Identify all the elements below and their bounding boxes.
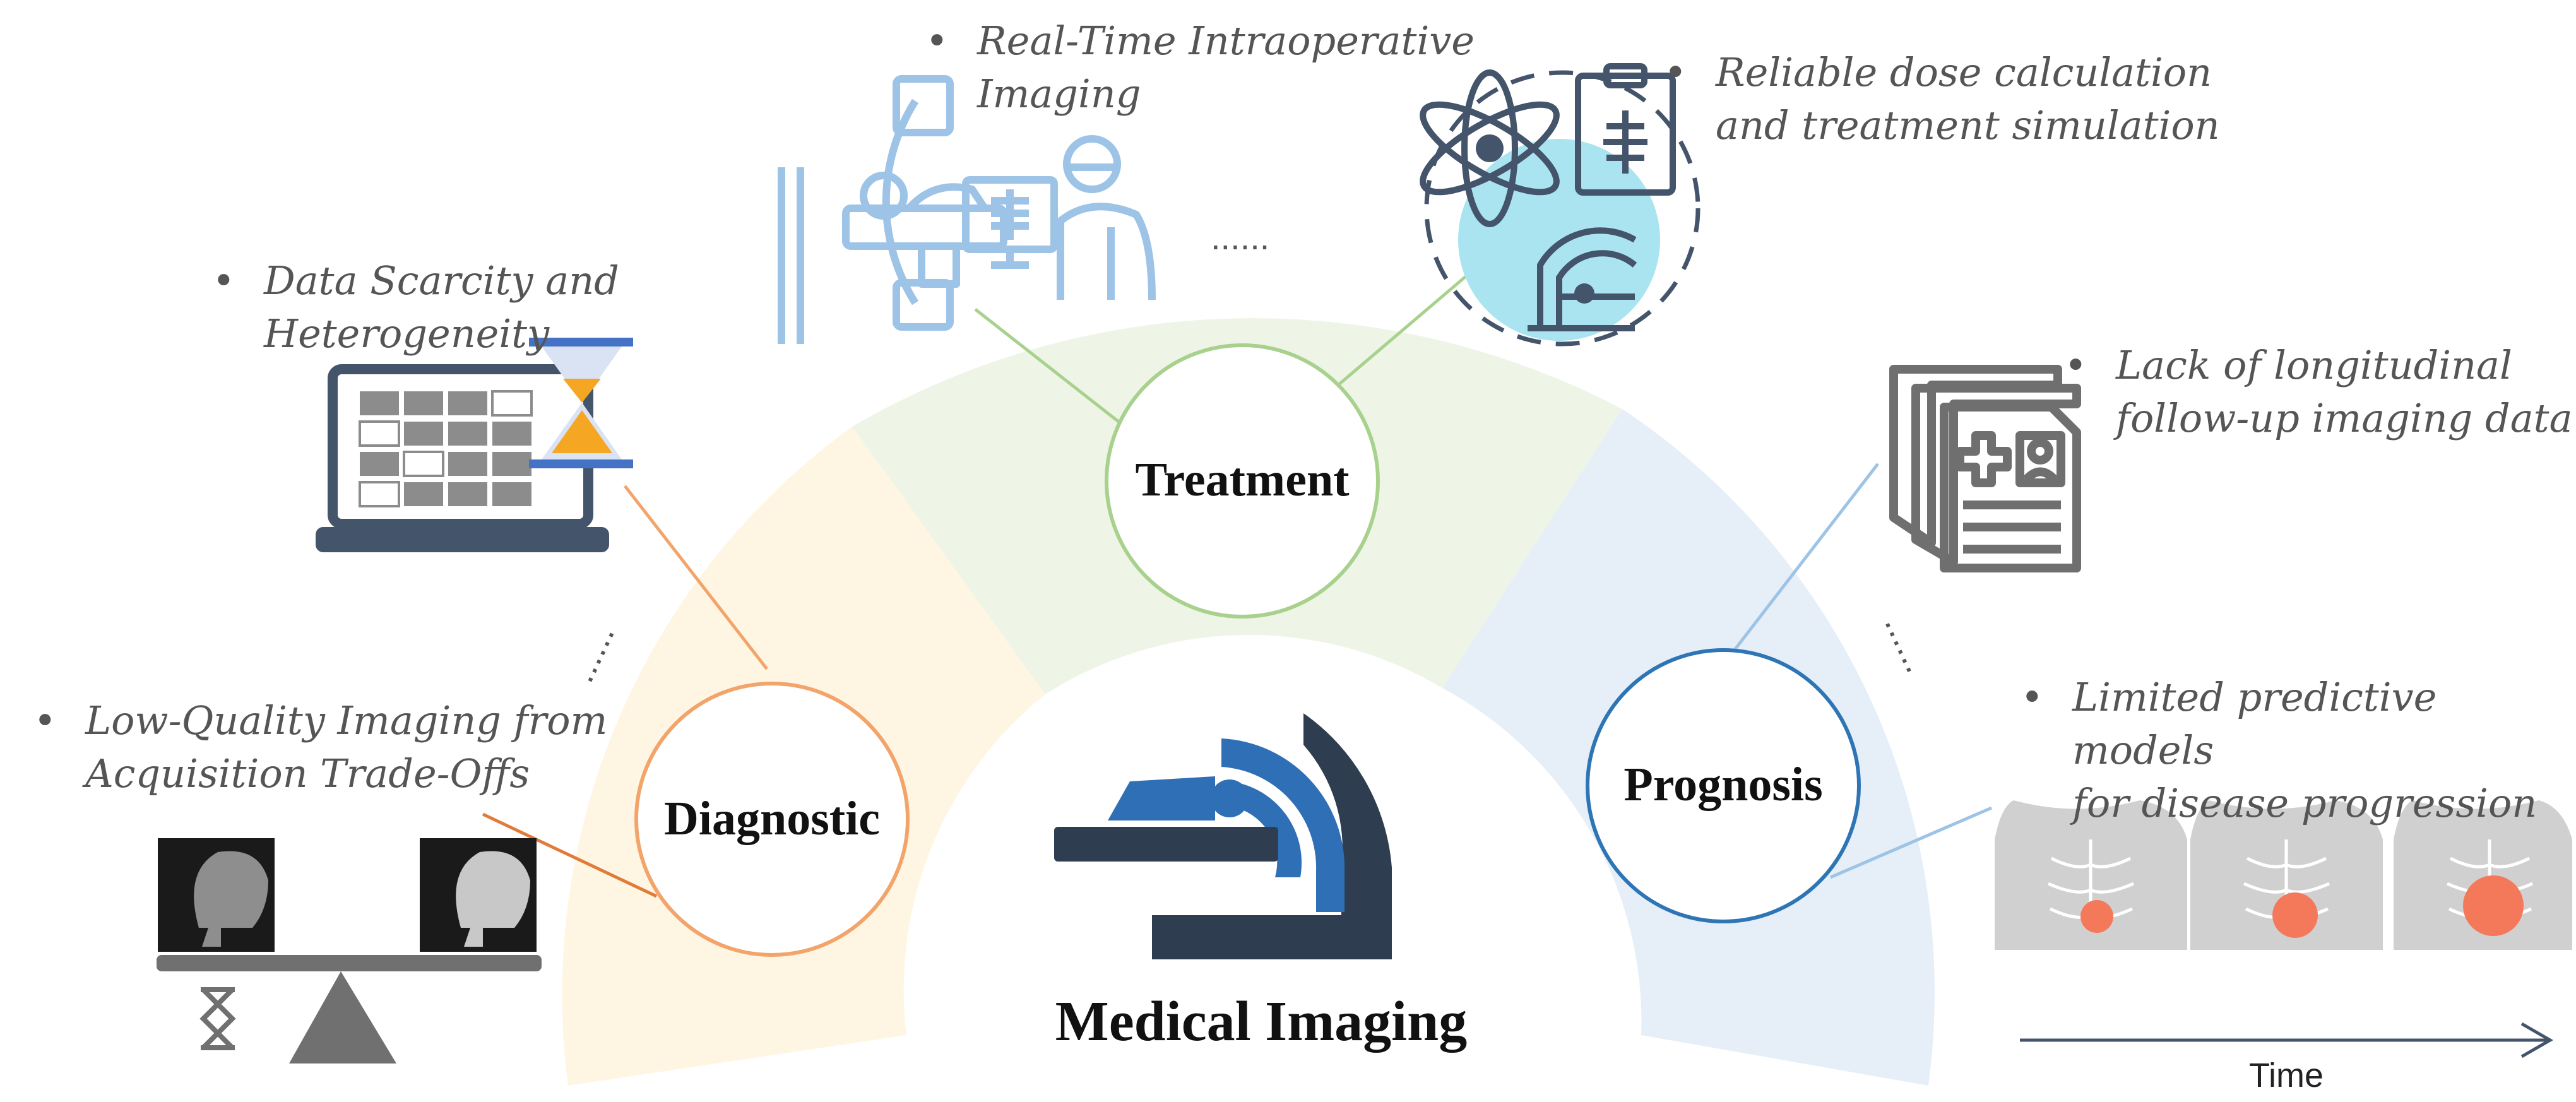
note-line: Heterogeneity xyxy=(264,311,550,357)
tumor-progression-icon xyxy=(1995,800,2572,950)
ellipsis-top: ...... xyxy=(1211,217,1269,257)
time-arrow: Time xyxy=(2020,1022,2553,1094)
note-longitudinal: • Lack of longitudinal follow-up imaging… xyxy=(2064,339,2573,445)
torso-stage-2 xyxy=(2190,800,2383,950)
note-line: follow-up imaging data xyxy=(2116,395,2573,441)
bullet: • xyxy=(1664,49,1687,95)
connector-real-time xyxy=(974,308,1137,437)
note-data-scarcity: • Data Scarcity and Heterogeneity xyxy=(212,254,619,360)
stage-label-treatment: Treatment xyxy=(1135,453,1349,506)
torso-stage-3 xyxy=(2394,800,2572,950)
stage-label-prognosis: Prognosis xyxy=(1623,758,1822,811)
c-arm-imaging-icon xyxy=(778,75,1156,344)
medical-records-icon xyxy=(1889,365,2081,572)
connector-dose xyxy=(1337,258,1488,386)
time-label: Time xyxy=(2249,1057,2324,1094)
note-line: Low-Quality Imaging from xyxy=(85,697,608,744)
laptop-hourglass-icon xyxy=(316,338,633,552)
stage-circle-diagnostic: Diagnostic xyxy=(634,682,910,957)
note-line: Imaging xyxy=(977,71,1141,117)
connector-longitudinal xyxy=(1728,463,1879,658)
note-line: Limited predictive models xyxy=(2072,674,2437,773)
balance-scale-icon xyxy=(157,838,542,1063)
note-dose: • Reliable dose calculation and treatmen… xyxy=(1664,46,2220,152)
stage-circle-treatment: Treatment xyxy=(1105,343,1380,619)
note-line: Data Scarcity and xyxy=(264,258,619,304)
note-line: Real-Time Intraoperative xyxy=(977,18,1475,64)
torso-stage-1 xyxy=(1995,800,2187,950)
note-line: Reliable dose calculation xyxy=(1716,49,2212,95)
note-line: Lack of longitudinal xyxy=(2116,342,2512,388)
ellipsis-left: ...... xyxy=(561,618,622,688)
bullet: • xyxy=(33,697,57,744)
note-line: Acquisition Trade-Offs xyxy=(85,750,530,797)
note-low-quality: • Low-Quality Imaging from Acquisition T… xyxy=(33,694,608,800)
stage-label-diagnostic: Diagnostic xyxy=(664,792,880,845)
bullet: • xyxy=(2064,342,2087,388)
bullet: • xyxy=(212,258,235,304)
stage-circle-prognosis: Prognosis xyxy=(1586,648,1861,923)
note-predictive: • Limited predictive models for disease … xyxy=(2021,671,2576,830)
note-real-time: • Real-Time Intraoperative Imaging xyxy=(925,15,1475,121)
center-title: Medical Imaging xyxy=(1055,990,1467,1053)
ellipsis-right: ...... xyxy=(1877,608,1938,678)
connector-lines xyxy=(482,258,1992,898)
bullet: • xyxy=(925,18,949,64)
connector-low-quality xyxy=(482,812,658,898)
note-line: and treatment simulation xyxy=(1716,102,2220,148)
connector-predictive xyxy=(1830,806,1992,879)
mri-scanner-icon xyxy=(1054,713,1392,959)
bullet: • xyxy=(2021,674,2044,720)
treatment-planning-icon xyxy=(1420,63,1701,347)
note-line: for disease progression xyxy=(2072,780,2537,826)
connector-data-scarcity xyxy=(624,485,768,670)
